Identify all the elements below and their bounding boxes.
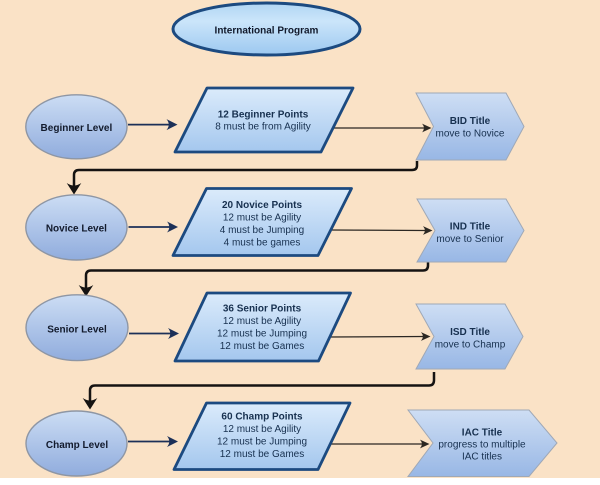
svg-text:move to Novice: move to Novice [436, 129, 505, 140]
svg-text:12 must be Games: 12 must be Games [220, 449, 304, 460]
svg-text:20 Novice Points: 20 Novice Points [222, 200, 302, 211]
svg-text:move to Senior: move to Senior [436, 234, 504, 245]
svg-text:IAC titles: IAC titles [462, 452, 502, 463]
svg-text:12 must be Jumping: 12 must be Jumping [217, 329, 307, 340]
svg-text:Senior Level: Senior Level [47, 324, 107, 335]
svg-text:Novice Level: Novice Level [46, 224, 107, 235]
svg-text:ISD Title: ISD Title [450, 327, 490, 338]
svg-text:36 Senior Points: 36 Senior Points [223, 304, 302, 315]
svg-text:IAC Title: IAC Title [462, 428, 503, 439]
svg-text:12 must be Games: 12 must be Games [220, 341, 304, 352]
svg-text:Champ Level: Champ Level [46, 440, 108, 451]
svg-text:12 must be Agility: 12 must be Agility [223, 424, 301, 435]
svg-text:12 must be Agility: 12 must be Agility [223, 316, 301, 327]
svg-text:BID Title: BID Title [450, 116, 491, 127]
svg-text:12 Beginner Points: 12 Beginner Points [218, 110, 309, 121]
svg-text:8 must be from Agility: 8 must be from Agility [215, 122, 311, 133]
svg-text:12 must be Jumping: 12 must be Jumping [217, 437, 307, 448]
svg-text:progress to multiple: progress to multiple [438, 440, 526, 451]
svg-text:60 Champ Points: 60 Champ Points [221, 412, 303, 423]
svg-text:IND Title: IND Title [450, 222, 491, 233]
svg-text:Beginner Level: Beginner Level [41, 123, 113, 134]
svg-text:12 must be Agility: 12 must be Agility [223, 213, 301, 224]
svg-text:International Program: International Program [215, 26, 319, 37]
svg-text:move to Champ: move to Champ [435, 340, 506, 351]
svg-text:4 must be Jumping: 4 must be Jumping [220, 225, 305, 236]
svg-text:4 must be games: 4 must be games [224, 238, 301, 249]
